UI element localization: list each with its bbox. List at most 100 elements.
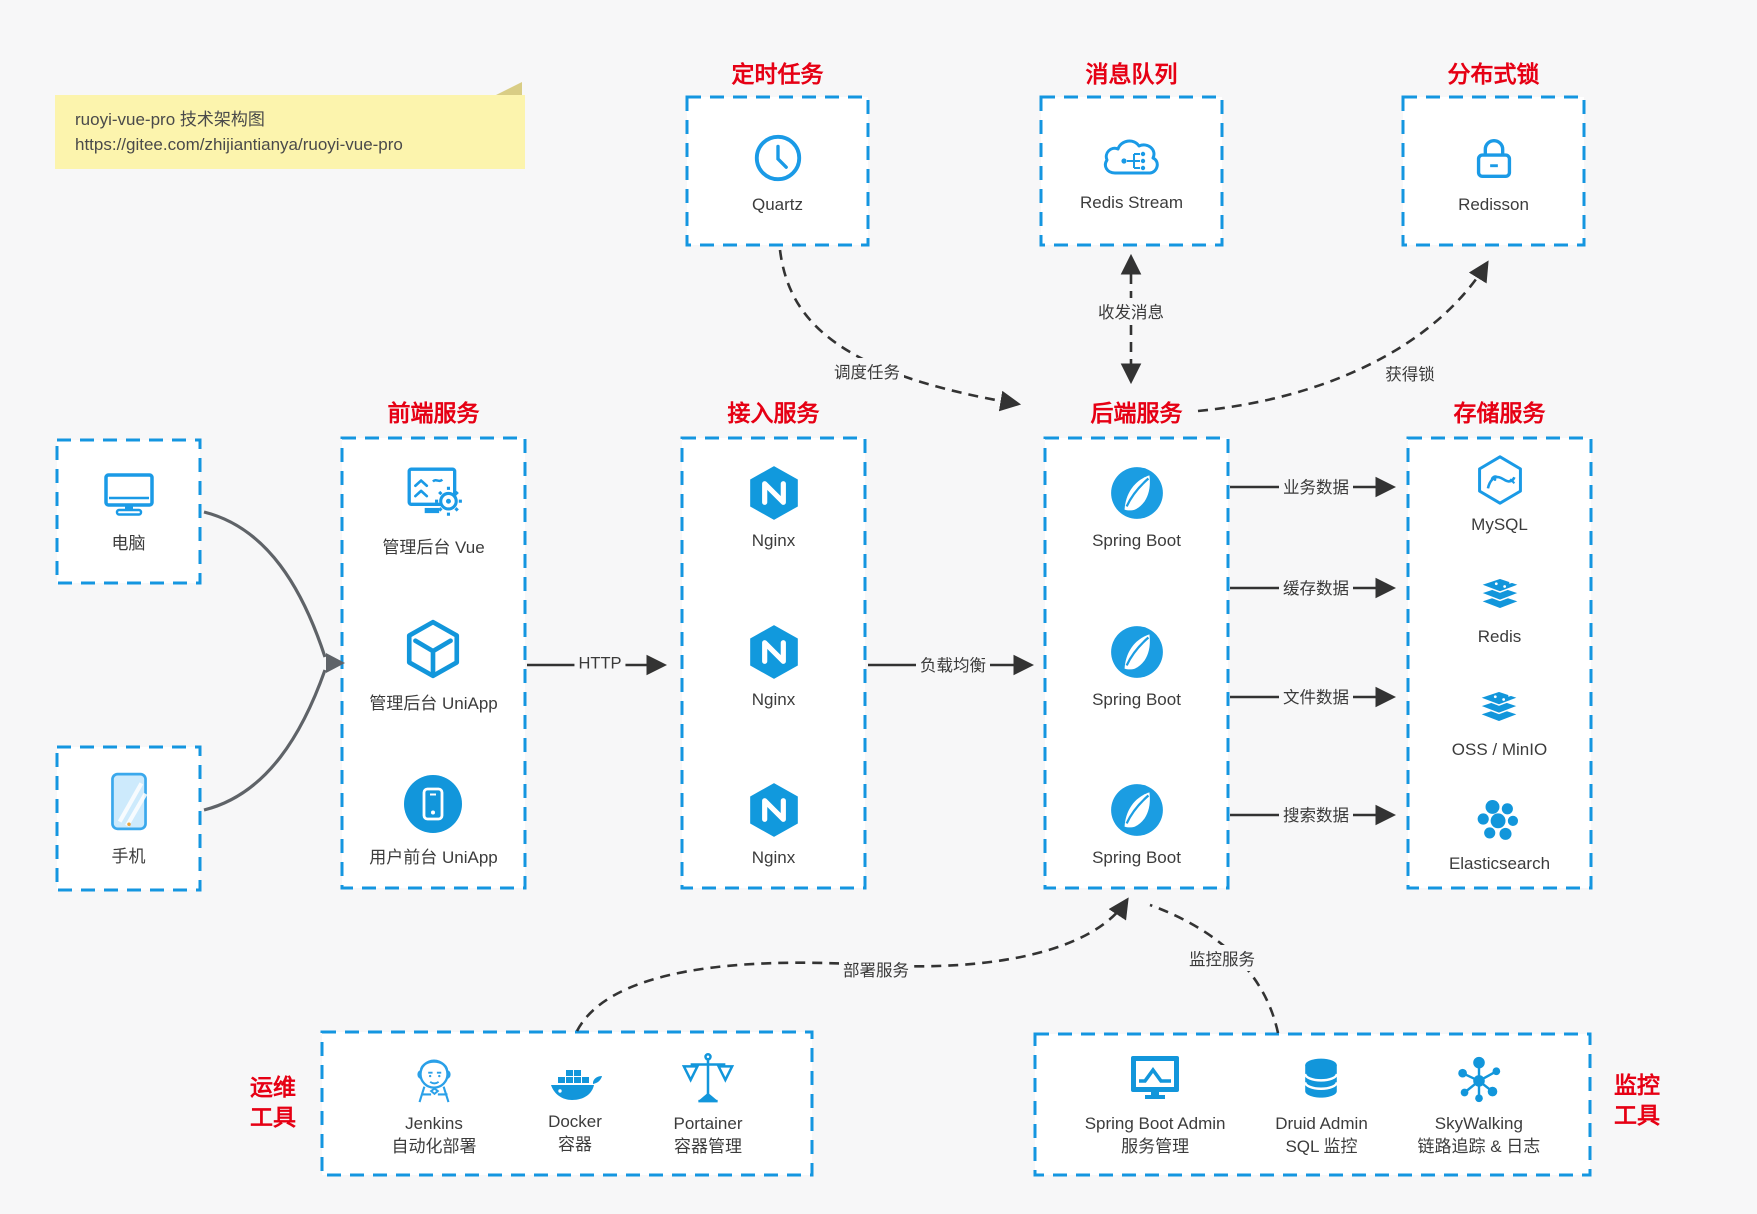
elasticsearch-icon [1473,793,1525,845]
item-desc: 链路追踪 & 日志 [1417,1136,1541,1156]
item-desc: 容器 [558,1134,592,1154]
docker-icon [546,1052,604,1104]
group-title-gateway: 接入服务 [727,400,820,426]
item-label: Nginx [751,531,796,550]
edge-label-schedule: 调度任务 [830,358,904,384]
admin-vue-icon [403,464,465,524]
redis-stack-icon [1474,568,1526,618]
item-label: Spring Boot [1092,689,1181,709]
edge-label-monitor: 监控服务 [1185,945,1259,971]
note-url: https://gitee.com/zhijiantianya/ruoyi-vu… [75,135,403,154]
frontend-item-admin-uniapp: 管理后台 UniApp [369,618,498,714]
item-desc: 自动化部署 [391,1136,477,1156]
storage-item-elasticsearch: Elasticsearch [1449,793,1550,874]
edge-label-cache-data: 缓存数据 [1279,574,1353,600]
mysql-icon [1474,454,1526,506]
storage-item-oss-minio: OSS / MinIO [1452,681,1547,760]
frontend-item-user-uniapp: 用户前台 UniApp [369,774,498,868]
storage-item-redis: Redis [1474,568,1526,647]
smartphone-icon [106,771,152,833]
monitor-tools-box: Spring Boot Admin 服务管理 Druid Admin SQL 监… [1035,1034,1590,1175]
redis-stream-box: Redis Stream [1041,97,1222,245]
phone-client-box: 手机 [57,747,200,890]
item-label: OSS / MinIO [1451,739,1548,759]
redisson-box: Redisson [1403,97,1584,245]
cloud-network-icon [1100,133,1164,183]
edge-label-load-balance: 负载均衡 [916,651,990,677]
edge-label-file-data: 文件数据 [1279,683,1353,709]
nginx-icon [745,623,803,681]
frontend-item-admin-vue: 管理后台 Vue [382,464,485,558]
item-label: Nginx [751,689,796,709]
spring-boot-icon [1108,623,1166,681]
item-desc: 服务管理 [1121,1136,1190,1156]
note-fold-corner [496,82,522,95]
group-title-backend: 后端服务 [1090,400,1183,426]
gateway-item-nginx-2: Nginx [745,623,803,710]
monitor-item-druid-admin: Druid Admin SQL 监控 [1275,1052,1368,1158]
item-label: 手机 [111,846,146,866]
gateway-item-nginx-3: Nginx [745,781,803,868]
item-name: Jenkins [405,1113,463,1133]
item-name: Portainer [673,1113,743,1133]
edge-label-acquire-lock: 获得锁 [1381,360,1439,386]
item-label: Spring Boot [1092,531,1181,550]
edge-label-business-data: 业务数据 [1279,473,1353,499]
item-label: MySQL [1471,515,1528,534]
oss-stack-icon [1473,681,1525,731]
gateway-item-nginx-1: Nginx [745,464,803,551]
sticky-note: ruoyi-vue-pro 技术架构图 https://gitee.com/zh… [55,82,525,169]
edge-label-messages: 收发消息 [1094,298,1168,324]
edge-label-http: HTTP [574,653,626,675]
monitor-item-skywalking: SkyWalking 链路追踪 & 日志 [1417,1052,1540,1158]
item-label: 用户前台 UniApp [369,848,498,867]
monitor-tools-side-title: 监控 工具 [1614,1072,1660,1128]
item-label: Quartz [751,195,804,214]
edge-label-search-data: 搜索数据 [1279,801,1353,827]
group-title-frontend: 前端服务 [387,400,480,426]
jenkins-icon [407,1050,461,1106]
group-title-scheduled-jobs: 定时任务 [731,61,824,87]
backend-item-spring-boot-1: Spring Boot [1092,464,1181,551]
desktop-icon [100,470,158,520]
item-desc: SQL 监控 [1285,1136,1358,1156]
backend-item-spring-boot-2: Spring Boot [1092,623,1181,710]
backend-item-spring-boot-3: Spring Boot [1092,781,1181,868]
item-label: 管理后台 UniApp [369,694,498,713]
storage-item-mysql: MySQL [1471,454,1528,535]
item-label: Redisson [1458,195,1529,214]
group-title-distributed-lock: 分布式锁 [1447,61,1540,87]
nginx-icon [745,781,803,839]
item-label: Nginx [751,848,796,867]
ops-tools-box: Jenkins 自动化部署 Docker 容器 Portainer 容器管理 [322,1032,812,1175]
spring-boot-icon [1108,464,1166,522]
pc-client-box: 电脑 [57,440,200,583]
item-label: Spring Boot [1092,848,1181,867]
item-label: Elasticsearch [1448,853,1551,873]
uniapp-cube-icon [402,618,464,680]
ops-tools-side-title: 运维 工具 [250,1074,296,1130]
item-name: Spring Boot Admin [1084,1113,1226,1133]
druid-icon [1295,1052,1347,1106]
ops-item-jenkins: Jenkins 自动化部署 [392,1050,477,1158]
gateway-box: Nginx Nginx Nginx [682,438,865,888]
spring-boot-admin-icon [1126,1052,1184,1106]
edge-label-deploy: 部署服务 [839,956,913,982]
item-desc: 容器管理 [673,1136,742,1156]
backend-box: Spring Boot Spring Boot Spring Boot [1045,438,1228,888]
storage-box: MySQL Redis OSS / MinIO Elasticsearch [1408,438,1591,888]
item-name: SkyWalking [1434,1113,1523,1133]
group-title-message-queue: 消息队列 [1085,61,1178,87]
quartz-box: Quartz [687,97,868,245]
nginx-icon [745,464,803,522]
clock-icon [751,131,805,185]
portainer-icon [681,1050,735,1106]
monitor-item-spring-boot-admin: Spring Boot Admin 服务管理 [1085,1052,1226,1158]
client-merge-arrows [203,510,345,812]
item-name: Docker [548,1111,602,1131]
item-label: Redis Stream [1080,193,1183,212]
item-label: Redis [1477,627,1522,647]
item-name: Druid Admin [1275,1113,1368,1133]
group-title-storage: 存储服务 [1453,400,1546,426]
